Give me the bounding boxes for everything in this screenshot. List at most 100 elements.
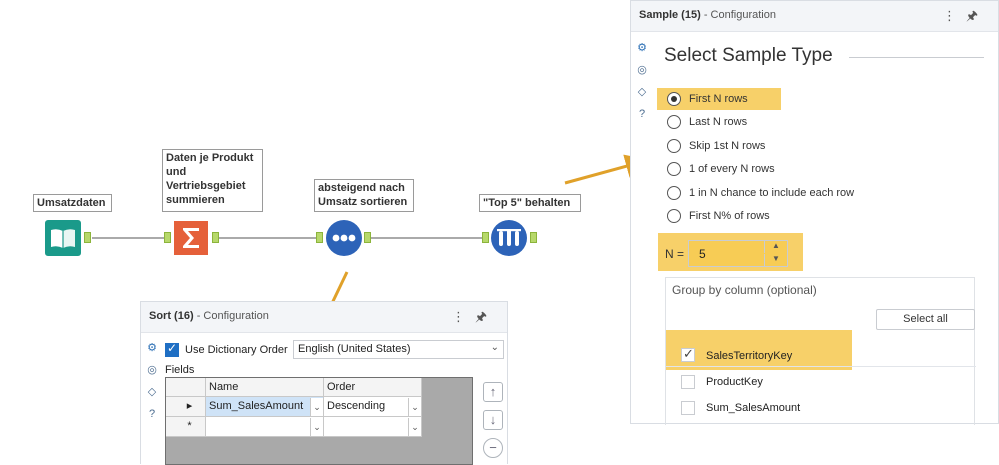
input-anchor[interactable] [482, 232, 489, 243]
radio-label: 1 in N chance to include each row [689, 187, 855, 199]
output-anchor[interactable] [84, 232, 91, 243]
column-item-product-key[interactable]: ProductKey [666, 368, 976, 392]
dictionary-order-label: Use Dictionary Order [185, 344, 288, 356]
highlight-group-column [666, 330, 852, 370]
dictionary-order-checkbox[interactable] [165, 341, 179, 357]
heading-rule [849, 57, 984, 58]
column-item-sales-territory[interactable]: SalesTerritoryKey [666, 338, 976, 367]
tag-icon[interactable]: ◇ [637, 86, 647, 98]
chevron-up-icon[interactable]: ▲ [764, 241, 787, 253]
move-down-button[interactable]: ↓ [483, 410, 503, 430]
radio-button[interactable] [667, 92, 681, 106]
radio-label: 1 of every N rows [689, 163, 775, 175]
radio-label: Last N rows [689, 116, 748, 128]
sort-order-value: Descending [327, 400, 386, 412]
book-icon [45, 220, 81, 256]
sort-tool[interactable] [325, 219, 363, 257]
grid-corner [166, 378, 206, 397]
radio-label: First N rows [689, 93, 748, 105]
annotation-sample[interactable]: "Top 5" behalten [479, 194, 581, 212]
pin-icon[interactable]: 🖈 [474, 309, 497, 324]
help-icon[interactable]: ? [638, 108, 646, 120]
grid-header-name[interactable]: Name [206, 378, 324, 397]
sort-order-cell-new[interactable] [324, 417, 422, 437]
grid-header-order[interactable]: Order [324, 378, 422, 397]
tag-icon[interactable]: ◇ [147, 386, 157, 398]
input-tool[interactable] [44, 219, 82, 257]
sort-icon [326, 220, 362, 256]
input-anchor[interactable] [164, 232, 171, 243]
fields-grid[interactable]: Name Order ▸ Sum_SalesAmount ⌄ Descendin… [165, 377, 473, 465]
connection-wire [370, 237, 484, 239]
chevron-down-icon[interactable]: ⌄ [408, 418, 421, 436]
column-label: Sum_SalesAmount [706, 402, 801, 414]
language-select[interactable]: English (United States) ⌄ [293, 340, 504, 359]
side-toolbar: ⚙ ◎ ◇ ? [631, 37, 653, 125]
checkbox[interactable] [681, 375, 695, 389]
output-anchor[interactable] [212, 232, 219, 243]
chevron-down-icon[interactable]: ▼ [764, 254, 787, 266]
chevron-down-icon[interactable]: ⌄ [310, 398, 323, 416]
minus-icon: − [489, 440, 497, 455]
radio-button[interactable] [667, 162, 681, 176]
highlight-first-n [657, 88, 781, 110]
column-label: ProductKey [706, 376, 763, 388]
panel-header: Sample (15) - Configuration ⋮🖈 [631, 1, 998, 32]
select-all-button[interactable]: Select all [876, 309, 975, 330]
more-options-icon[interactable]: ⋮ [942, 8, 966, 23]
move-up-button[interactable]: ↑ [483, 382, 503, 402]
row-marker: * [166, 417, 206, 437]
sample-config-panel: Sample (15) - Configuration ⋮🖈 ⚙ ◎ ◇ ? S… [630, 0, 999, 425]
column-label: SalesTerritoryKey [706, 350, 793, 362]
gear-icon[interactable]: ⚙ [147, 342, 157, 354]
output-anchor[interactable] [364, 232, 371, 243]
arrow-up-icon: ↑ [489, 384, 497, 399]
radio-button[interactable] [667, 209, 681, 223]
group-by-label: Group by column (optional) [672, 283, 817, 297]
annotation-summarize[interactable]: Daten je Produkt und Vertriebsgebiet sum… [162, 149, 263, 212]
sort-config-panel: Sort (16) - Configuration ⋮🖈 ⚙ ◎ ◇ ? Use… [140, 301, 508, 465]
summarize-tool[interactable] [172, 219, 210, 257]
sample-icon [491, 220, 527, 256]
radio-button[interactable] [667, 186, 681, 200]
header-icons: ⋮🖈 [452, 308, 497, 330]
section-heading: Select Sample Type [664, 45, 833, 66]
annotation-sort[interactable]: absteigend nach Umsatz sortieren [314, 179, 414, 212]
field-name-value: Sum_SalesAmount [209, 400, 304, 412]
radio-label: Skip 1st N rows [689, 140, 766, 152]
connection-wire [92, 237, 166, 239]
input-anchor[interactable] [316, 232, 323, 243]
arrow-to-sample-config [564, 154, 650, 185]
pin-icon[interactable]: 🖈 [965, 8, 988, 23]
chevron-down-icon[interactable]: ⌄ [310, 418, 323, 436]
sample-tool[interactable] [490, 219, 528, 257]
layout-icon[interactable]: ◎ [147, 364, 157, 376]
sort-order-cell[interactable]: Descending [324, 397, 422, 417]
sample-type-radios: First N rows Last N rows Skip 1st N rows… [667, 90, 967, 230]
layout-icon[interactable]: ◎ [637, 64, 647, 76]
connection-wire [219, 237, 319, 239]
n-value-stepper[interactable]: 5 ▲ ▼ [688, 240, 788, 267]
field-name-cell-new[interactable] [206, 417, 324, 437]
checkbox[interactable] [681, 401, 695, 415]
annotation-input[interactable]: Umsatzdaten [33, 194, 112, 212]
n-value-text: 5 [699, 247, 706, 261]
side-toolbar: ⚙ ◎ ◇ ? [141, 337, 163, 425]
panel-title: Sample (15) - Configuration [639, 9, 776, 21]
output-anchor[interactable] [530, 232, 537, 243]
more-options-icon[interactable]: ⋮ [451, 309, 475, 324]
remove-button[interactable]: − [483, 438, 503, 458]
radio-label: First N% of rows [689, 210, 770, 222]
column-item-sum-sales[interactable]: Sum_SalesAmount [666, 394, 976, 418]
radio-button[interactable] [667, 139, 681, 153]
field-name-cell[interactable]: Sum_SalesAmount [206, 397, 324, 417]
gear-icon[interactable]: ⚙ [637, 42, 647, 54]
radio-button[interactable] [667, 115, 681, 129]
language-value: English (United States) [298, 343, 411, 355]
help-icon[interactable]: ? [148, 408, 156, 420]
fields-label: Fields [165, 364, 195, 376]
chevron-down-icon[interactable]: ⌄ [490, 342, 499, 353]
checkbox[interactable] [681, 346, 695, 362]
chevron-down-icon[interactable]: ⌄ [408, 398, 421, 416]
